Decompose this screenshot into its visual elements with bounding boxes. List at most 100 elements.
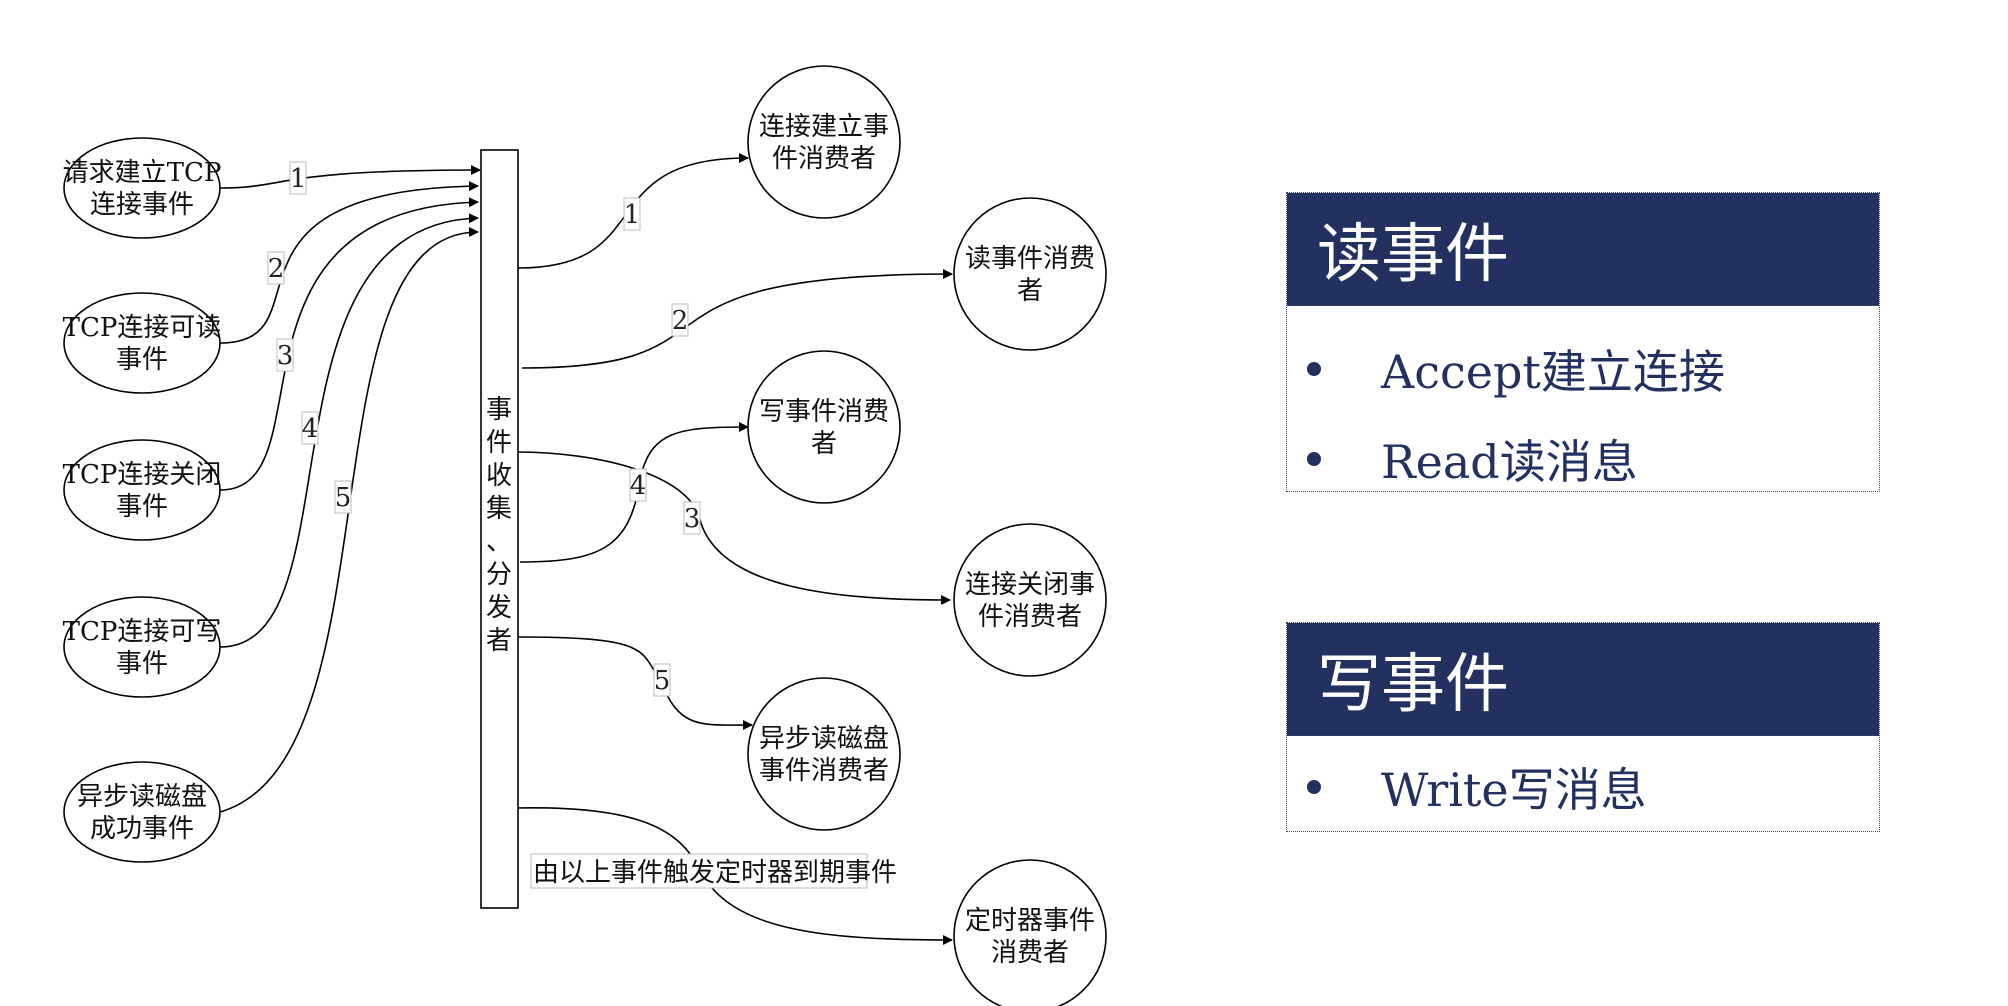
producer-node-2-label: 事件	[116, 345, 168, 375]
producer-node-1-label: 请求建立TCP	[63, 158, 222, 188]
input-edge-3	[219, 197, 479, 491]
output-edge-label-5-box	[653, 663, 671, 697]
read-event-item-read: Read读消息	[1287, 414, 1879, 504]
output-edge-label-5: 5	[653, 663, 671, 697]
output-edge-label-4-text: 3	[684, 504, 701, 534]
output-edge-5	[517, 636, 753, 731]
input-edge-label-3: 3	[276, 338, 294, 372]
output-edge-2	[521, 269, 953, 369]
input-edge-label-5: 5	[334, 480, 352, 514]
dispatcher-bar	[480, 149, 519, 909]
dispatcher-char: 集	[486, 494, 512, 524]
producer-node-3-ellipse	[63, 439, 221, 541]
output-edge-label-3: 4	[629, 468, 647, 502]
output-edge-label-1-text: 1	[624, 200, 641, 230]
consumer-nodes: 连接建立事件消费者读事件消费者写事件消费者连接关闭事件消费者异步读磁盘事件消费者…	[747, 65, 1107, 1006]
input-edge-label-3-box	[276, 338, 294, 372]
consumer-node-4-label: 连接关闭事	[965, 570, 1095, 600]
input-edge-label-4-box	[301, 411, 319, 445]
output-edge-label-4-box	[683, 501, 701, 535]
producer-nodes: 请求建立TCP连接事件TCP连接可读事件TCP连接关闭事件TCP连接可写事件异步…	[63, 137, 222, 863]
timer-label: 由以上事件触发定时器到期事件	[533, 858, 897, 888]
producer-node-4-label: TCP连接可写	[63, 617, 222, 647]
input-edge-4	[219, 213, 479, 648]
read-event-item-accept: Accept建立连接	[1287, 324, 1879, 414]
output-edge-label-2-text: 2	[672, 306, 689, 336]
input-edge-5	[219, 227, 479, 813]
read-events-list: Accept建立连接 Read读消息	[1287, 306, 1879, 504]
consumer-node-2-circle	[953, 197, 1107, 351]
input-edge-label-1: 1	[289, 161, 307, 195]
dispatcher-char: 者	[486, 626, 512, 656]
dispatcher-char: 收	[486, 461, 512, 491]
producer-node-1-label: 连接事件	[90, 190, 194, 220]
output-edge-3	[516, 451, 951, 605]
producer-node-1-ellipse	[63, 137, 221, 239]
bullet-icon	[1307, 780, 1321, 794]
timer-label-box	[530, 853, 868, 889]
consumer-node-3-label: 写事件消费	[759, 397, 889, 427]
bullet-icon	[1307, 452, 1321, 466]
dispatcher-char: 发	[486, 593, 512, 623]
input-edge-label-2: 2	[267, 251, 285, 285]
output-edge-label-2: 2	[671, 303, 689, 337]
dispatcher-char: 、	[486, 527, 512, 557]
producer-node-3-label: 事件	[116, 492, 168, 522]
output-edge-label-1-box	[623, 197, 641, 231]
bullet-icon	[1307, 362, 1321, 376]
consumer-node-6-label: 消费者	[991, 938, 1069, 968]
input-edge-label-2-text: 2	[268, 254, 285, 284]
output-edge-label-2-box	[671, 303, 689, 337]
read-events-panel: 读事件 Accept建立连接 Read读消息	[1286, 192, 1880, 492]
consumer-node-6-circle	[953, 859, 1107, 1006]
output-edge-label-5-text: 5	[654, 666, 671, 696]
consumer-node-1-label: 件消费者	[772, 144, 876, 174]
output-edges	[513, 153, 953, 945]
input-edge-label-1-box	[289, 161, 307, 195]
input-edge-label-2-box	[267, 251, 285, 285]
write-events-title: 写事件	[1287, 623, 1879, 736]
producer-node-3-label: TCP连接关闭	[63, 460, 222, 490]
producer-node-4-ellipse	[63, 596, 221, 698]
producer-node-5-ellipse	[63, 761, 221, 863]
read-event-item-label: Accept建立连接	[1381, 345, 1725, 399]
consumer-node-4-label: 件消费者	[978, 602, 1082, 632]
write-events-panel: 写事件 Write写消息	[1286, 622, 1880, 832]
consumer-node-5-label: 异步读磁盘	[759, 724, 889, 754]
read-event-item-label: Read读消息	[1381, 435, 1638, 489]
output-edge-label-3-text: 4	[630, 471, 647, 501]
output-edge-label-1: 1	[623, 197, 641, 231]
consumer-node-2-label: 者	[1017, 276, 1043, 306]
write-events-list: Write写消息	[1287, 736, 1879, 832]
output-edge-label-4: 3	[683, 501, 701, 535]
dispatcher-char: 分	[486, 560, 512, 590]
producer-node-4-label: 事件	[116, 649, 168, 679]
input-edge-label-3-text: 3	[277, 341, 294, 371]
edge-labels: 1 2 3 4 5 1 2 4 3 5	[267, 161, 701, 697]
dispatcher-char: 事	[486, 395, 512, 425]
consumer-node-2-label: 读事件消费	[965, 244, 1095, 274]
read-events-title: 读事件	[1287, 193, 1879, 306]
producer-node-2-ellipse	[63, 292, 221, 394]
consumer-node-5-circle	[747, 677, 901, 831]
consumer-node-6-label: 定时器事件	[965, 906, 1095, 936]
consumer-node-3-circle	[747, 350, 901, 504]
dispatcher-char: 件	[486, 428, 512, 458]
write-event-item-write: Write写消息	[1287, 742, 1879, 832]
input-edge-1	[219, 165, 481, 189]
producer-node-5-label: 成功事件	[90, 814, 194, 844]
input-edge-label-4: 4	[301, 411, 319, 445]
input-edge-label-1-text: 1	[290, 164, 307, 194]
